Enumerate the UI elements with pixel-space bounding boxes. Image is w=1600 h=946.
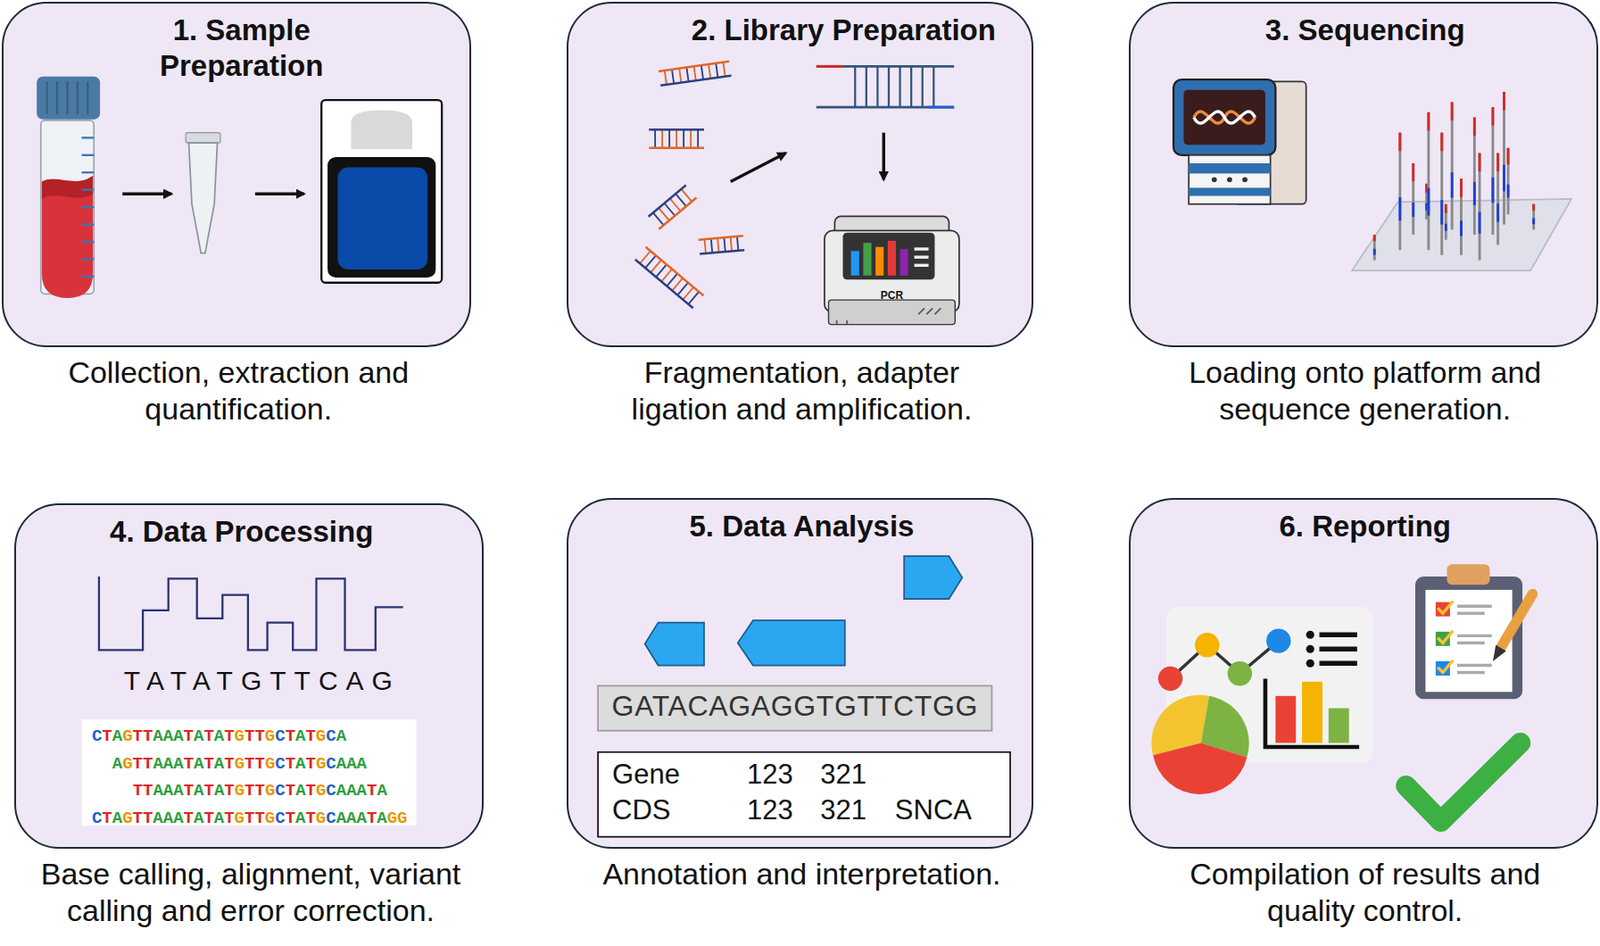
clipboard bbox=[1415, 563, 1533, 699]
aligned-read: AGTTAAATATATGTTGCTATGCAAA bbox=[112, 754, 367, 774]
blood-tube bbox=[36, 76, 100, 299]
step-caption: Loading onto platform and sequence gener… bbox=[1155, 354, 1575, 428]
chart-card bbox=[1151, 606, 1373, 795]
step-title: 3. Sequencing bbox=[1181, 12, 1550, 49]
aligned-read: CTAGTTAAATATATGTTGCTATGCA bbox=[91, 726, 347, 747]
table-cell: SNCA bbox=[895, 794, 972, 827]
step-caption: Annotation and interpretation. bbox=[551, 855, 1052, 893]
checkmark bbox=[1406, 742, 1521, 821]
step-caption: Base calling, alignment, variant calling… bbox=[0, 855, 501, 929]
table-cell: CDS bbox=[612, 794, 671, 827]
dna-fragments bbox=[635, 61, 954, 308]
alignment-box bbox=[81, 719, 416, 826]
step-panel: 2. Library PreparationFragmentation, ada… bbox=[566, 1, 1035, 348]
gene-arrows bbox=[645, 555, 963, 665]
pcr-machine bbox=[824, 215, 960, 324]
flow-arrow bbox=[122, 192, 172, 196]
step-title: 6. Reporting bbox=[1160, 508, 1569, 545]
sequencer-machine bbox=[1173, 79, 1307, 205]
table-cell: 321 bbox=[820, 758, 867, 791]
flow-arrow bbox=[255, 192, 305, 196]
sequencing-clusters bbox=[1374, 91, 1534, 261]
signal-trace bbox=[99, 576, 404, 650]
sequence-box bbox=[597, 685, 992, 730]
base-sequence: TATATGTTCAG bbox=[124, 665, 401, 697]
table-cell: Gene bbox=[612, 758, 680, 791]
microtube bbox=[185, 132, 221, 254]
flow-arrow bbox=[730, 153, 787, 183]
flow-arrow bbox=[882, 132, 886, 181]
annotation-table bbox=[597, 752, 1011, 838]
device-label: PCR bbox=[880, 289, 904, 302]
step-caption: Compilation of results and quality contr… bbox=[1155, 855, 1575, 929]
step-title: 4. Data Processing bbox=[27, 513, 456, 550]
step-title: 2. Library Preparation bbox=[660, 12, 1028, 49]
aligned-read: TTAAATATATGTTGCTATGCAAATA bbox=[132, 780, 388, 801]
table-cell: 123 bbox=[746, 794, 794, 827]
quantification-device bbox=[321, 99, 442, 283]
sequence-text: GATACAGAGGTGTTCTGG bbox=[612, 689, 979, 723]
step-title: 5. Data Analysis bbox=[597, 508, 1006, 545]
table-cell: 123 bbox=[746, 758, 794, 791]
aligned-read: CTAGTTAAATATATGTTGCTATGCAAATAGG bbox=[91, 808, 408, 829]
table-cell: 321 bbox=[820, 794, 867, 827]
step-caption: Collection, extraction and quantificatio… bbox=[29, 354, 448, 428]
step-title: 1. Sample Preparation bbox=[114, 12, 370, 83]
step-caption: Fragmentation, adapter ligation and ampl… bbox=[603, 354, 1002, 428]
